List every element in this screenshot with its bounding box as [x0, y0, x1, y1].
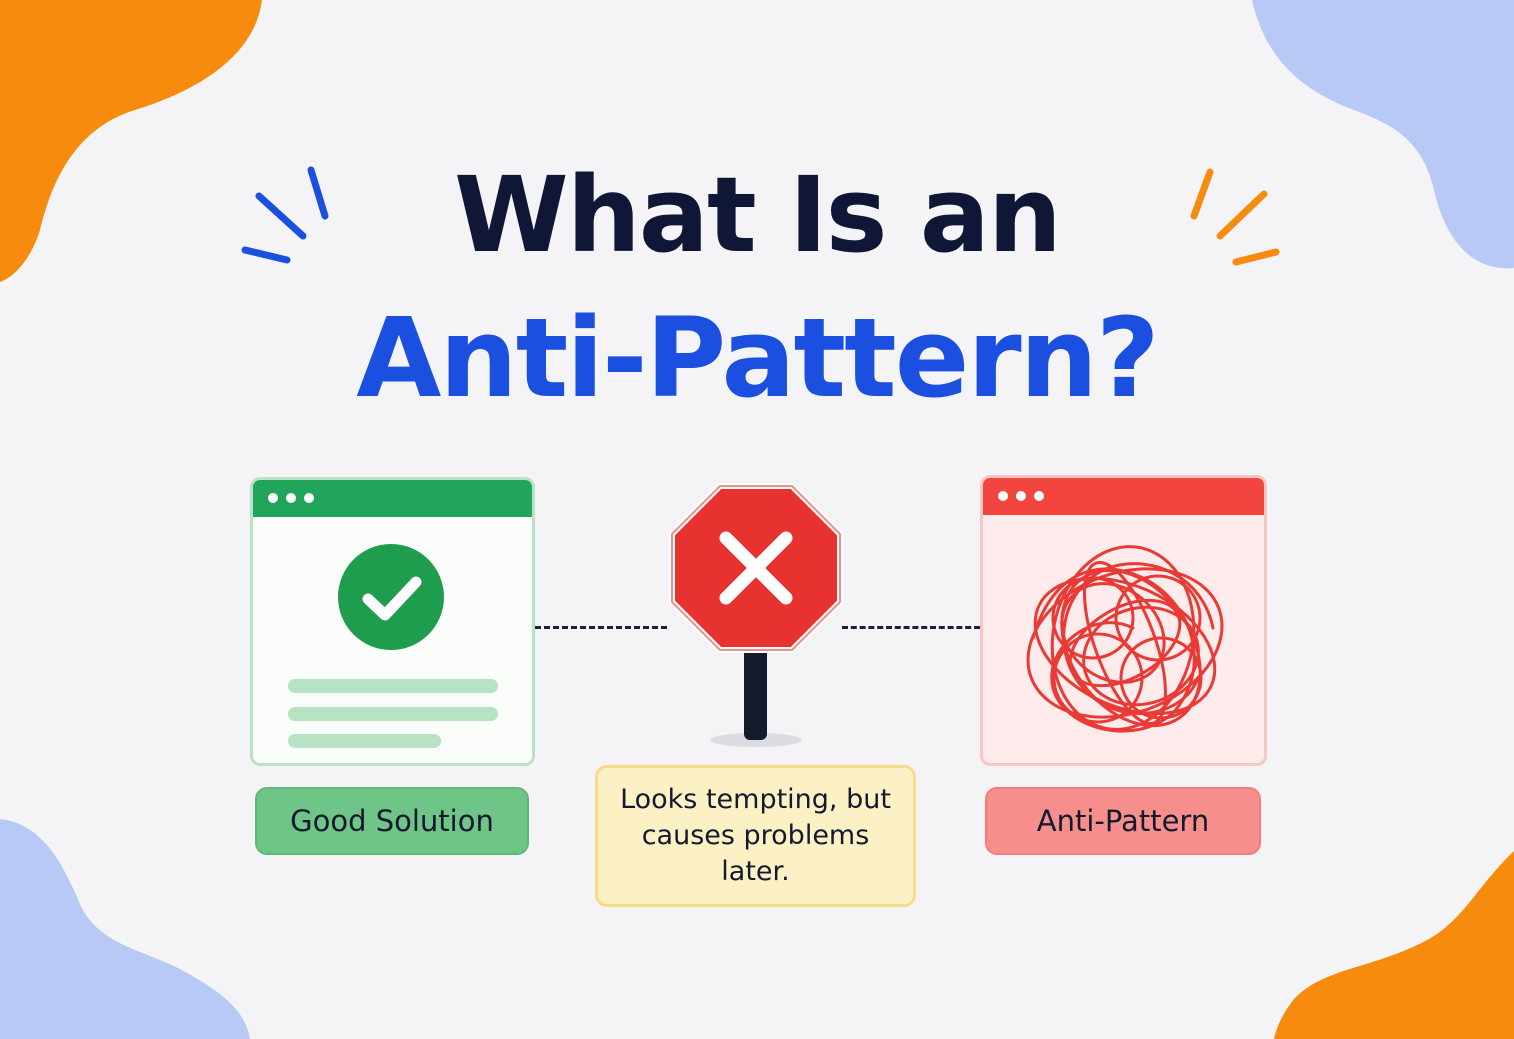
content-line: [288, 679, 498, 693]
sparkle-accent-left: [241, 166, 329, 264]
title-line-2: Anti-Pattern?: [356, 294, 1159, 422]
corner-blob-top-left: [0, 0, 262, 282]
window-titlebar: [253, 480, 532, 517]
good-solution-label: Good Solution: [255, 787, 529, 855]
title-line-1: What Is an: [454, 154, 1062, 276]
window-dot: [286, 493, 296, 503]
window-dot: [304, 493, 314, 503]
window-dot: [1034, 491, 1044, 501]
check-icon: [338, 544, 444, 650]
corner-blob-top-right: [1252, 0, 1514, 269]
anti-pattern-label: Anti-Pattern: [985, 787, 1261, 855]
anti-pattern-window: [980, 475, 1267, 766]
dashed-connector-right: [842, 626, 980, 629]
stop-sign-x-icon: [669, 483, 843, 747]
sparkle-accent-right: [1190, 168, 1280, 266]
window-dot: [998, 491, 1008, 501]
window-dot: [1016, 491, 1026, 501]
warning-note: Looks tempting, but causes problems late…: [595, 765, 916, 907]
window-titlebar: [983, 478, 1264, 515]
content-line: [288, 707, 498, 721]
content-line: [288, 734, 441, 748]
corner-blob-bottom-left: [0, 819, 250, 1039]
good-solution-window: [250, 477, 535, 766]
tangled-scribble-icon: [1026, 545, 1224, 733]
dashed-connector-left: [535, 626, 667, 629]
corner-blob-bottom-right: [1274, 851, 1514, 1039]
window-dot: [268, 493, 278, 503]
